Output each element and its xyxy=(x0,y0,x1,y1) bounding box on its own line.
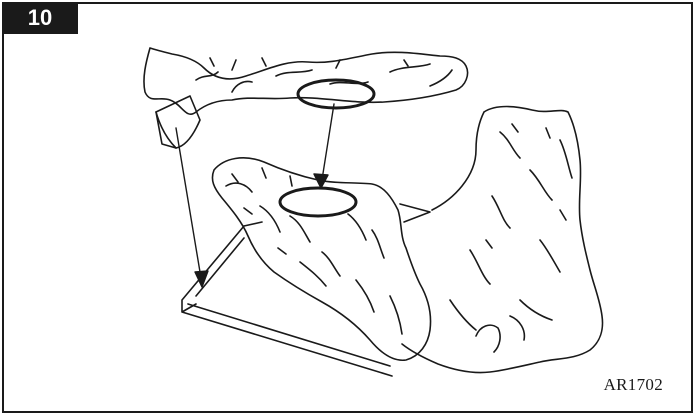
figure-reference-code: AR1702 xyxy=(604,375,663,395)
side-place-arrow xyxy=(176,128,202,284)
upper-placement-marker xyxy=(298,80,374,108)
rear-rock-wall xyxy=(402,107,603,373)
center-place-arrow xyxy=(321,104,334,186)
ember-bed-grate xyxy=(182,204,430,376)
upper-log-illustration xyxy=(144,48,468,114)
lower-placement-marker xyxy=(280,188,356,216)
